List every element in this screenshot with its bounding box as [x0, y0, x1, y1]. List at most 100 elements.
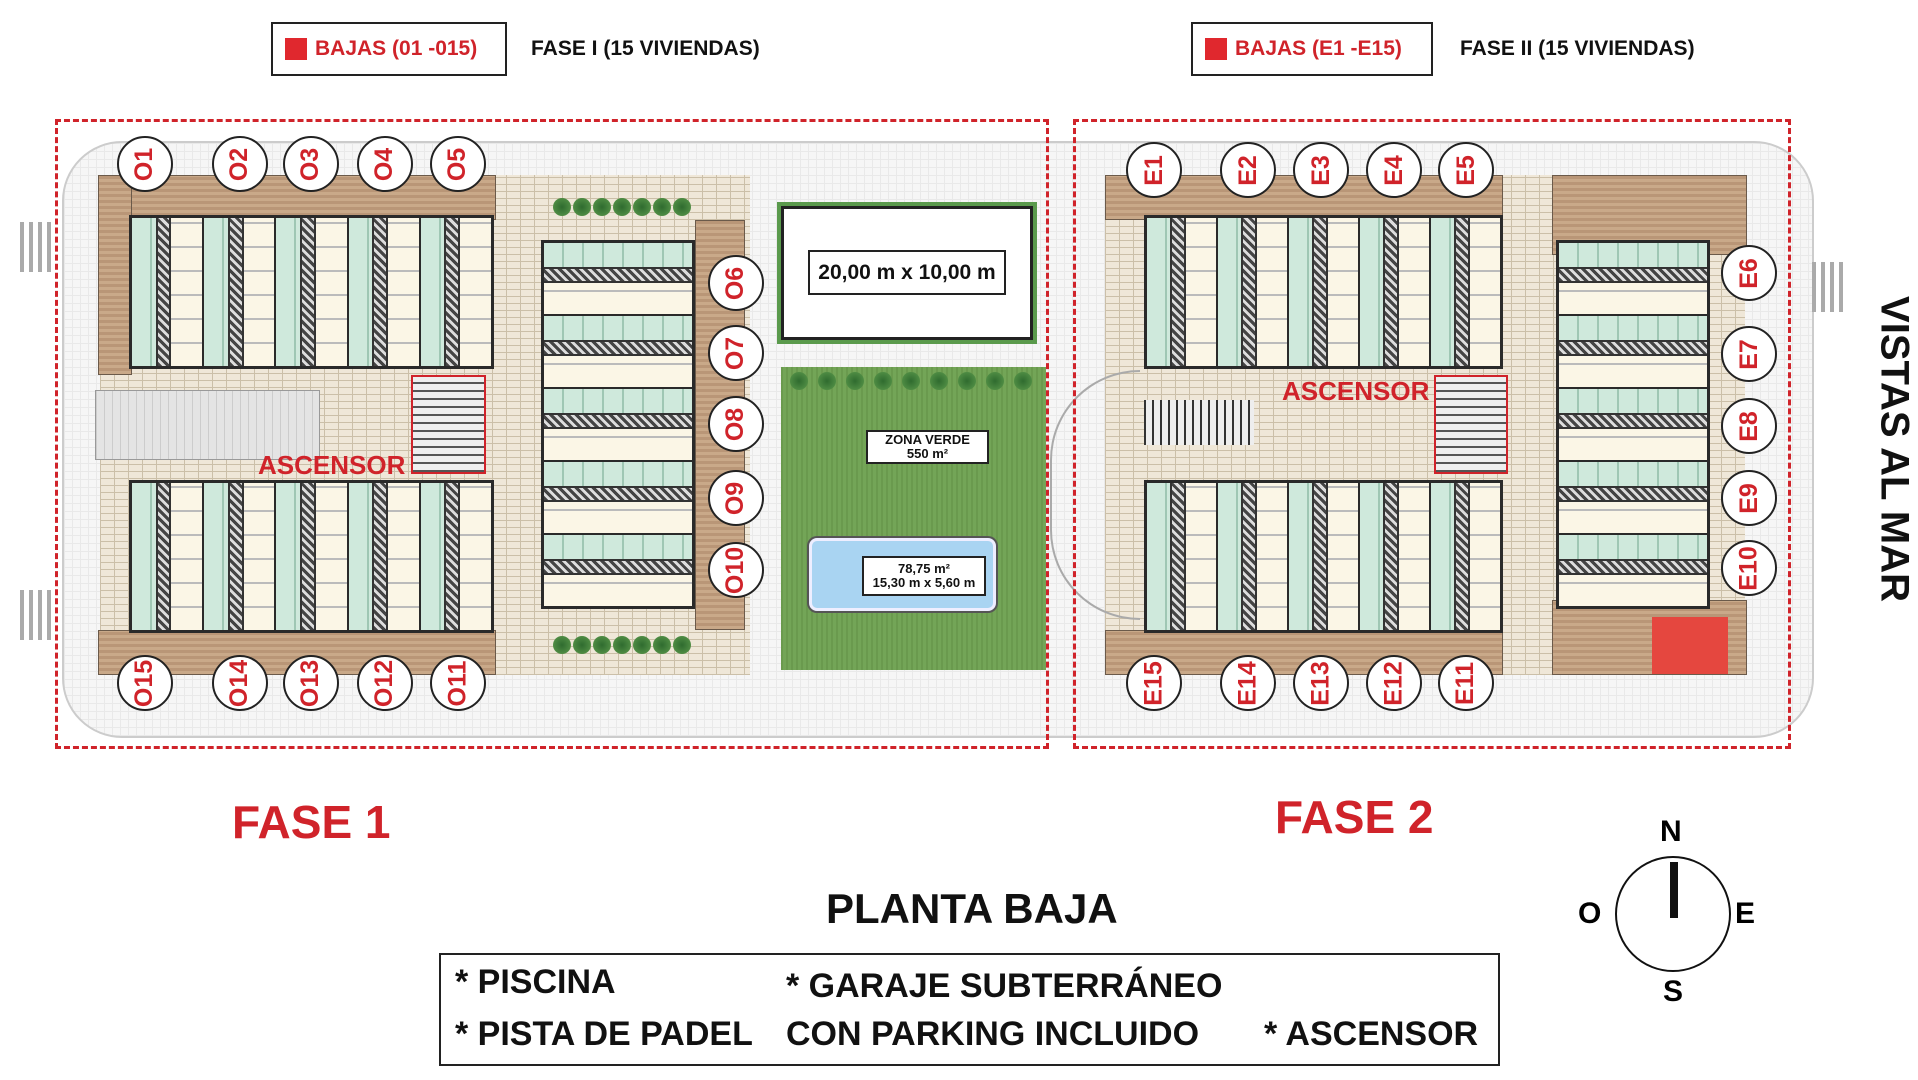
unit-marker: O9	[708, 470, 764, 526]
unit-number: O6	[721, 266, 750, 300]
room-core	[544, 487, 692, 500]
sea-view-label: VISTAS AL MAR	[1872, 296, 1917, 602]
unit-number: O12	[370, 659, 399, 707]
technical-room	[1652, 617, 1728, 674]
room-core	[302, 218, 314, 366]
green-zone-title: ZONA VERDE	[885, 431, 970, 447]
apartment-unit	[276, 218, 347, 366]
unit-number: O11	[443, 660, 472, 706]
apartment-unit	[544, 462, 692, 533]
unit-number: O10	[721, 546, 750, 594]
room-cream	[1398, 218, 1429, 366]
room-mint	[348, 483, 373, 630]
room-cream	[460, 218, 492, 366]
shrub-icon	[633, 198, 651, 216]
apartment-block-bottom-2	[1144, 480, 1503, 633]
room-core	[446, 218, 459, 366]
unit-marker: O14	[212, 655, 268, 711]
unit-number: E13	[1306, 660, 1335, 706]
feature-padel: * PISTA DE PADEL	[455, 1015, 753, 1053]
unit-number: O2	[225, 147, 254, 181]
room-cream	[1469, 218, 1500, 366]
room-core	[1385, 483, 1397, 630]
green-zone-area: 550 m²	[906, 446, 949, 461]
room-mint	[1360, 218, 1384, 366]
room-mint	[420, 483, 445, 630]
room-cream	[388, 218, 419, 366]
room-mint	[1289, 218, 1313, 366]
apartment-unit	[1360, 218, 1429, 366]
shrub-icon	[573, 636, 591, 654]
unit-marker: E1	[1126, 142, 1182, 198]
unit-marker: E10	[1721, 540, 1777, 596]
unit-marker: E12	[1366, 655, 1422, 711]
unit-marker: O15	[117, 655, 173, 711]
feature-ascensor: * ASCENSOR	[1264, 1015, 1479, 1053]
apartment-unit	[1431, 483, 1500, 630]
bike-parking	[1144, 400, 1254, 445]
apartment-unit	[1559, 389, 1707, 460]
apartment-block-right	[541, 240, 695, 609]
room-core	[1456, 483, 1468, 630]
unit-marker: E3	[1293, 142, 1349, 198]
unit-number: E1	[1139, 154, 1168, 186]
room-core	[157, 218, 170, 366]
compass-west: O	[1578, 897, 1602, 930]
room-mint	[420, 218, 445, 366]
room-mint	[1218, 483, 1242, 630]
unit-marker: E11	[1438, 655, 1494, 711]
unit-marker: O2	[212, 136, 268, 192]
unit-number: E7	[1734, 338, 1763, 370]
compass-north: N	[1660, 815, 1682, 848]
room-core	[1243, 483, 1255, 630]
unit-marker: E5	[1438, 142, 1494, 198]
elevator-label: ASCENSOR	[258, 450, 406, 480]
apartment-unit	[1559, 243, 1707, 314]
unit-number: E6	[1734, 257, 1763, 289]
apartment-unit	[420, 483, 492, 630]
features-box: * PISCINA * PISTA DE PADEL * GARAJE SUBT…	[439, 953, 1500, 1066]
unit-number: O8	[721, 407, 750, 441]
apartment-unit	[204, 218, 275, 366]
room-cream	[544, 282, 692, 314]
red-swatch-icon	[285, 38, 307, 60]
room-cream	[1559, 428, 1707, 460]
shrub-icon	[673, 636, 691, 654]
tree-icon	[986, 372, 1004, 390]
pool-dimensions: 15,30 m x 5,60 m	[872, 575, 976, 590]
room-cream	[1256, 218, 1287, 366]
room-cream	[1185, 483, 1216, 630]
unit-marker: E9	[1721, 470, 1777, 526]
unit-number: E3	[1306, 154, 1335, 186]
room-core	[544, 341, 692, 354]
room-mint	[544, 535, 692, 559]
room-core	[1172, 218, 1184, 366]
unit-marker: O6	[708, 255, 764, 311]
room-mint	[1147, 483, 1171, 630]
garage-ramp	[95, 390, 320, 460]
unit-marker: O12	[357, 655, 413, 711]
tree-icon	[818, 372, 836, 390]
green-zone	[781, 367, 1046, 670]
apartment-unit	[544, 243, 692, 314]
unit-number: O4	[370, 147, 399, 181]
phase1-boundary	[55, 119, 1049, 749]
unit-marker: O10	[708, 542, 764, 598]
shrub-icon	[633, 636, 651, 654]
apartment-unit	[132, 483, 203, 630]
apartment-unit	[1218, 218, 1287, 366]
room-core	[1243, 218, 1255, 366]
legend-phase2: BAJAS (E1 -E15)	[1191, 22, 1433, 76]
apartment-unit	[1559, 316, 1707, 387]
feature-garaje: * GARAJE SUBTERRÁNEO	[786, 967, 1223, 1005]
room-core	[1559, 341, 1707, 354]
room-cream	[1327, 483, 1358, 630]
deck-left	[98, 175, 132, 375]
room-cream	[388, 483, 419, 630]
unit-marker: E2	[1220, 142, 1276, 198]
room-mint	[1559, 535, 1707, 559]
room-mint	[1289, 483, 1313, 630]
apartment-unit	[1289, 483, 1358, 630]
room-cream	[1398, 483, 1429, 630]
room-mint	[1431, 218, 1455, 366]
